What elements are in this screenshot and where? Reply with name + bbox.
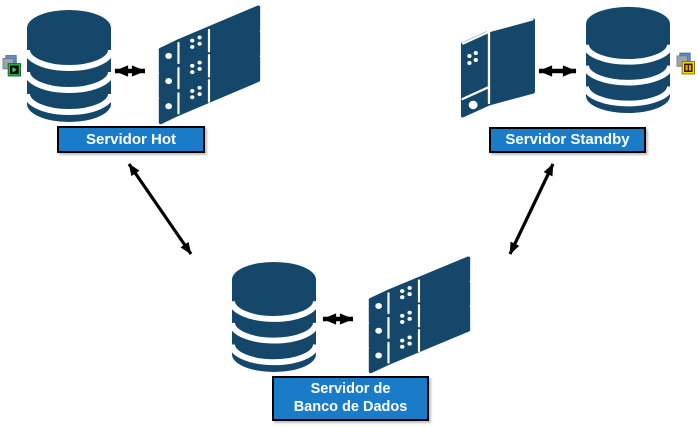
database-icon [25,8,113,122]
connector-standby-to-database-server [508,163,555,255]
label-servidor-hot: Servidor Hot [57,126,205,153]
label-text-line1: Servidor de [310,381,391,398]
label-text: Servidor Hot [85,130,176,148]
paused-status-icon [676,52,695,75]
server-rack-icon [356,253,480,375]
server-rack-icon [146,2,270,126]
label-servidor-banco-de-dados: Servidor de Banco de Dados [272,376,429,421]
running-status-icon [2,55,21,77]
label-servidor-standby: Servidor Standby [489,127,646,153]
connector-hot-to-database-server [127,163,193,255]
label-text-line2: Banco de Dados [293,398,408,415]
label-text: Servidor Standby [505,131,630,149]
server-tower-icon [460,17,535,118]
database-icon [584,5,672,113]
database-icon [230,260,318,372]
